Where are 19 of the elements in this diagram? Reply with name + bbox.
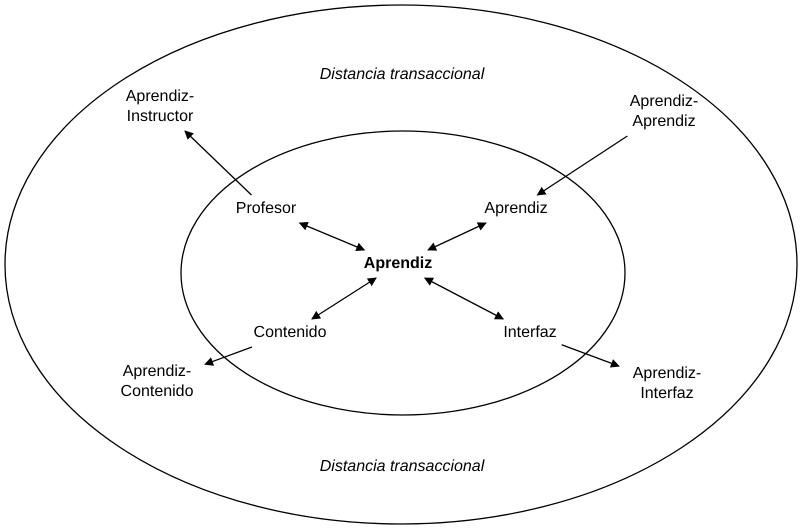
arrow <box>311 277 377 320</box>
relation-label: Aprendiz-Interfaz <box>622 363 712 405</box>
center-label: Aprendiz <box>362 253 434 275</box>
node-label: Interfaz <box>501 322 559 344</box>
arrow <box>536 135 628 196</box>
relation-label: Aprendiz-Aprendiz <box>619 91 709 133</box>
node-label: Contenido <box>252 322 328 344</box>
arrow <box>184 130 252 196</box>
arrow <box>204 346 252 366</box>
arrow <box>424 277 504 320</box>
relation-label: Aprendiz-Contenido <box>112 361 202 403</box>
relation-label: Aprendiz-Instructor <box>115 86 205 128</box>
node-label: Aprendiz <box>482 198 550 220</box>
region-label: Distancia transaccional <box>318 457 486 477</box>
arrow <box>561 344 620 368</box>
arrow <box>298 222 366 252</box>
node-label: Profesor <box>234 198 298 220</box>
region-label: Distancia transaccional <box>318 65 486 85</box>
arrow <box>427 222 487 251</box>
